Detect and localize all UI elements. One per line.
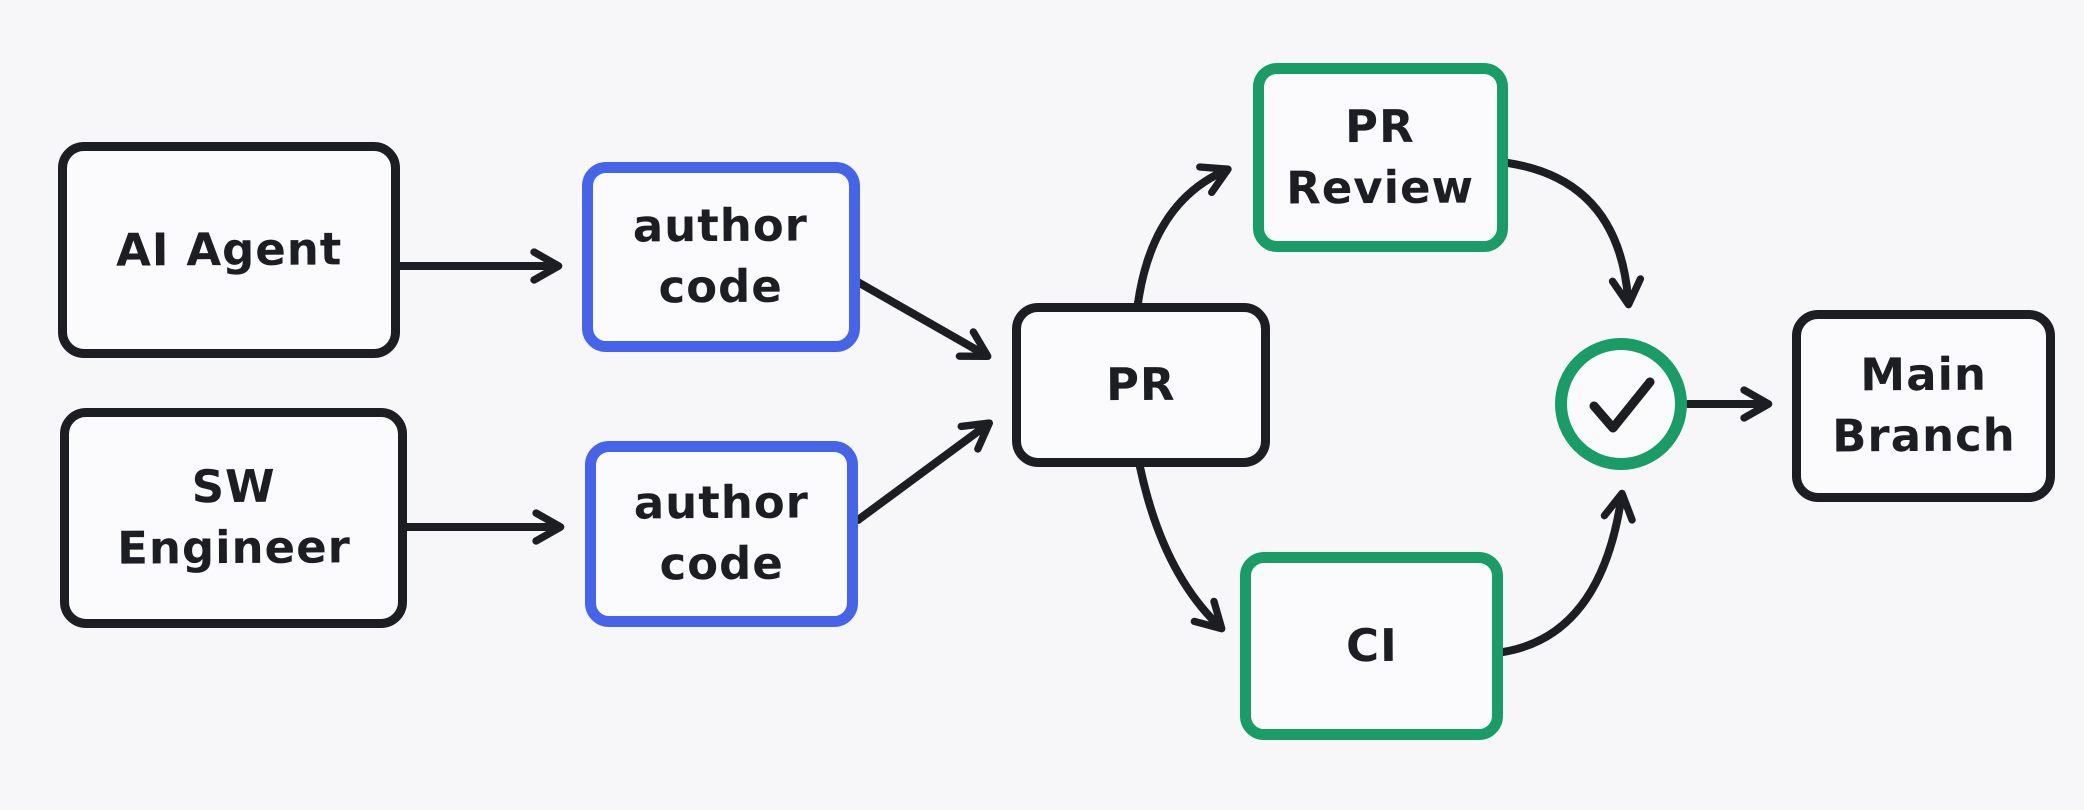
edge-ci-to-approval [1499,489,1636,656]
approval-circle [1555,338,1687,470]
node-pr-review: PR Review [1253,63,1508,252]
node-pr-review-label: PR Review [1286,99,1475,214]
node-pr-label: PR [1106,357,1176,411]
node-ai-agent-label: AI Agent [115,222,343,277]
node-sw-engineer: SW Engineer [60,408,407,628]
edge-author-code-top-to-pr [852,277,992,360]
node-sw-engineer-label: SW Engineer [116,460,351,575]
node-pr: PR [1012,303,1270,467]
check-icon [1589,377,1655,433]
node-ci-label: CI [1345,618,1398,672]
node-ci: CI [1240,552,1503,740]
node-author-code-bottom: author code [585,441,858,627]
edge-pr-review-to-approval [1504,159,1645,309]
node-main-branch-label: Main Branch [1831,347,2016,463]
edge-pr-to-pr-review [1134,163,1232,307]
node-author-code-bottom-label: author code [633,475,810,591]
edge-pr-to-ci [1136,463,1226,633]
node-ai-agent: AI Agent [58,142,400,358]
node-author-code-top: author code [582,162,860,352]
edge-author-code-bottom-to-pr [854,419,994,524]
node-author-code-top-label: author code [633,198,809,314]
node-main-branch: Main Branch [1792,310,2055,502]
